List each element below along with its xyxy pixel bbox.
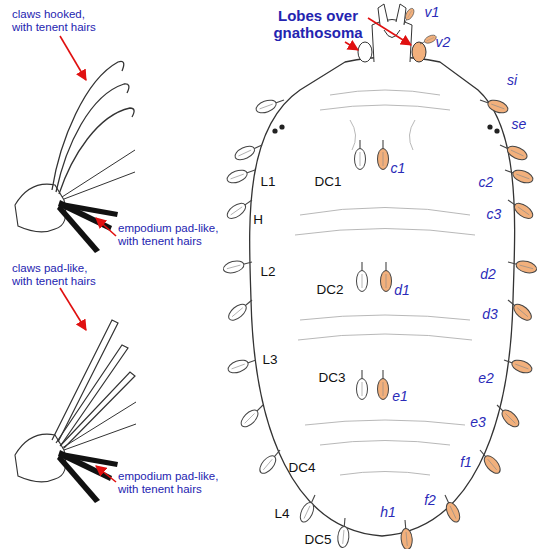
- seta-label: e2: [478, 370, 494, 386]
- seta-label: c1: [391, 160, 406, 176]
- claw-detail-hooked: [15, 36, 135, 253]
- seta-label: d1: [394, 282, 410, 298]
- callout-text: empodium pad-like, with tenent hairs: [118, 222, 238, 248]
- callout-text: Lobes over gnathosoma: [258, 7, 378, 42]
- seta-label: L2: [260, 264, 275, 280]
- eye-spots: [272, 124, 499, 133]
- seta-label: c3: [487, 206, 502, 222]
- callout-text: empodium pad-like, with tenent hairs: [118, 470, 238, 496]
- seta-label: f2: [424, 492, 436, 508]
- seta-label: L4: [274, 506, 289, 522]
- seta-label: h1: [380, 504, 396, 520]
- seta-label: DC3: [318, 370, 345, 386]
- dorsal-setae-right: [378, 95, 538, 549]
- seta-label: d2: [480, 266, 496, 282]
- seta-label: v1: [425, 4, 440, 20]
- seta-label: e3: [470, 414, 486, 430]
- dorsal-setae-left: [222, 95, 367, 548]
- seta-label: se: [512, 116, 527, 132]
- callout-text: claws hooked, with tenent hairs: [12, 8, 107, 34]
- seta-label: f1: [460, 454, 472, 470]
- claw-detail-padlike: [15, 288, 136, 503]
- gnathosoma: [358, 4, 426, 62]
- seta-label: v2: [436, 34, 451, 50]
- seta-label: H: [253, 212, 263, 228]
- callout-text: claws pad-like, with tenent hairs: [12, 262, 107, 288]
- seta-label: c2: [479, 174, 494, 190]
- seta-label: DC2: [316, 282, 343, 298]
- cuticle-striae: [295, 90, 475, 475]
- seta-label: d3: [482, 306, 498, 322]
- body-outline: [250, 57, 515, 536]
- seta-label: L3: [262, 352, 277, 368]
- seta-label: DC4: [288, 460, 315, 476]
- seta-label: e1: [392, 388, 408, 404]
- seta-label: DC1: [314, 174, 341, 190]
- seta-label: L1: [260, 174, 275, 190]
- seta-label: si: [507, 72, 517, 88]
- seta-label: DC5: [304, 532, 331, 548]
